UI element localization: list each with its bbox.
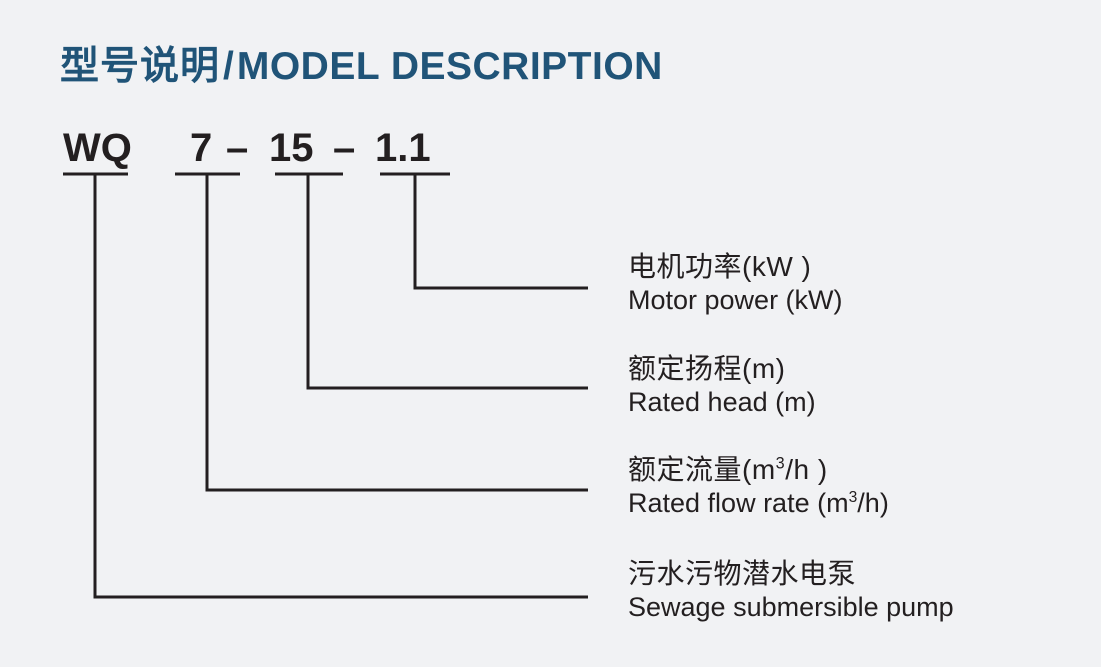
callout-sewage-pump-chinese: 污水污物潜水电泵 [628, 558, 857, 589]
model-separator-2: – [333, 126, 356, 170]
leader-sewage-pump [93, 174, 588, 599]
leader-rated-flow-rate [205, 174, 588, 492]
callout-rated-head-english: Rated head (m) [628, 387, 816, 417]
callout-motor-power-chinese: 电机功率(kW ) [628, 251, 812, 282]
callout-sewage-pump-english: Sewage submersible pump [628, 592, 954, 622]
model-token-series: WQ [63, 126, 132, 170]
callout-rated-head-chinese: 额定扬程(m) [628, 353, 786, 384]
callout-flow-en-superscript: 3 [848, 489, 858, 506]
callout-rated-flow-rate-chinese: 额定流量(m3/h ) [628, 453, 889, 487]
model-separator-1: – [226, 126, 249, 170]
callout-sewage-pump: 污水污物潜水电泵 Sewage submersible pump [628, 557, 954, 624]
page-title-chinese: 型号说明 [60, 45, 221, 88]
callout-flow-cn-prefix: 额定流量(m [628, 454, 776, 485]
leader-motor-power [413, 174, 588, 290]
leader-rated-head [306, 174, 588, 390]
callout-flow-cn-suffix: /h ) [785, 454, 828, 485]
callout-rated-flow-rate: 额定流量(m3/h ) Rated flow rate (m3/h) [628, 453, 889, 520]
callout-motor-power-english: Motor power (kW) [628, 285, 843, 315]
model-token-flow: 7 [190, 126, 213, 170]
callout-flow-cn-superscript: 3 [775, 454, 786, 473]
callout-flow-en-suffix: /h) [857, 488, 889, 518]
callout-rated-flow-rate-english: Rated flow rate (m3/h) [628, 487, 889, 520]
model-token-motor-power: 1.1 [375, 126, 431, 170]
callout-flow-en-prefix: Rated flow rate (m [628, 488, 849, 518]
model-token-head: 15 [269, 126, 314, 170]
page-title: 型号说明/MODEL DESCRIPTION [60, 47, 663, 86]
page-title-separator: / [223, 45, 234, 88]
callout-motor-power: 电机功率(kW ) Motor power (kW) [628, 250, 843, 317]
callout-rated-head: 额定扬程(m) Rated head (m) [628, 352, 816, 419]
page-title-english: MODEL DESCRIPTION [236, 45, 663, 88]
